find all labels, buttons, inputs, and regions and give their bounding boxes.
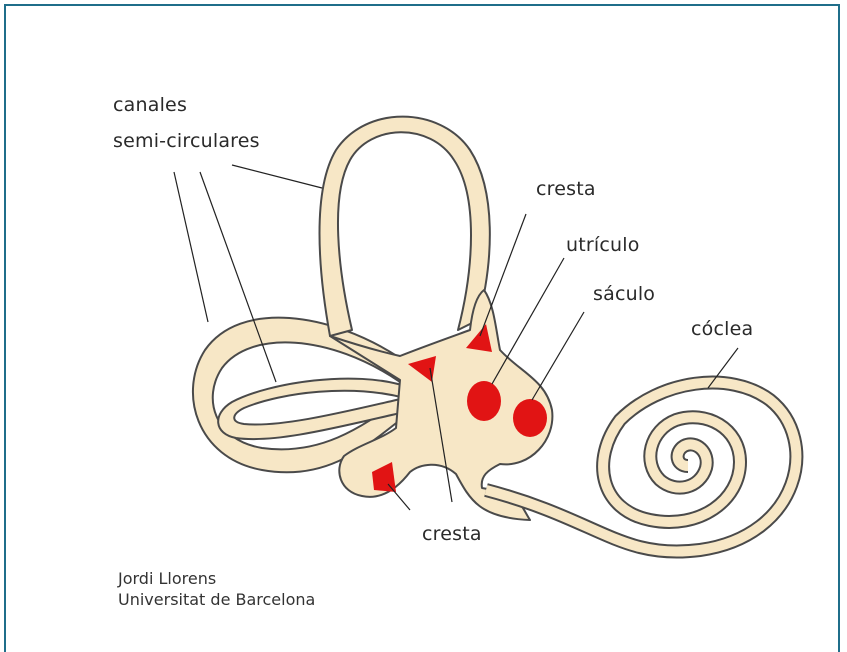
saccule-macula [513,399,547,437]
label-saculo: sáculo [593,285,655,304]
leader-cresta-bottom-2 [388,484,410,510]
leader-canales-1 [232,165,322,188]
label-cresta-top: cresta [536,180,596,199]
credit-author: Jordi Llorens [118,568,315,589]
leader-saculo [532,312,584,400]
label-coclea: cóclea [691,320,753,339]
superior-canal [320,117,490,336]
label-canales: canales [113,96,187,115]
leader-canales-2 [174,172,208,322]
label-cresta-bottom: cresta [422,525,482,544]
utricle-macula [467,381,501,421]
figure-credit: Jordi Llorens Universitat de Barcelona [118,568,315,610]
label-semicirculares: semi-circulares [113,132,260,151]
credit-institution: Universitat de Barcelona [118,589,315,610]
label-utriculo: utrículo [566,236,640,255]
